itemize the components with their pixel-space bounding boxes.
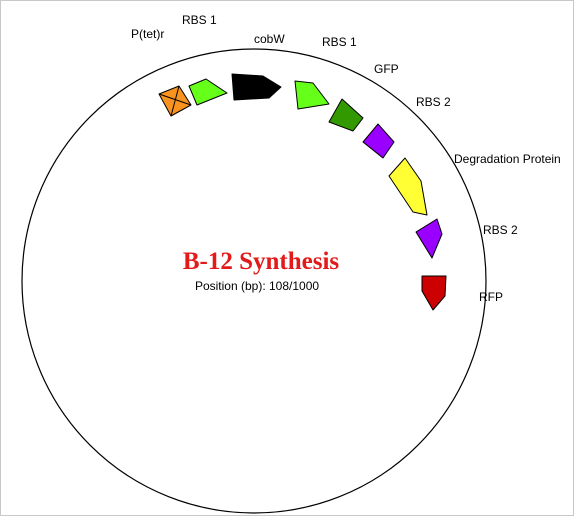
rbs-glyph	[294, 80, 330, 110]
rbs-glyph	[415, 218, 443, 259]
part-glyph-gfp[interactable]	[328, 98, 364, 132]
part-glyph-cobw[interactable]	[231, 73, 282, 101]
part-glyph-rfp[interactable]	[421, 275, 447, 311]
part-label-degradation-protein: Degradation Protein	[454, 152, 561, 166]
part-label-rfp: RFP	[479, 290, 503, 304]
part-glyph-rbs2-b[interactable]	[415, 218, 443, 259]
cds-glyph	[388, 157, 428, 216]
part-glyph-degradation-protein[interactable]	[388, 157, 428, 216]
plasmid-backbone	[21, 48, 487, 514]
part-label-gfp: GFP	[374, 62, 399, 76]
cds-glyph	[328, 98, 364, 132]
promoter-glyph-line	[170, 85, 180, 117]
rbs-glyph	[188, 78, 228, 106]
part-glyph-ptetr[interactable]	[158, 85, 192, 117]
terminator-glyph	[421, 275, 447, 311]
part-glyph-rbs2-a[interactable]	[362, 123, 395, 159]
part-label-ptetr: P(tet)r	[131, 27, 164, 41]
position-readout: Position (bp): 108/1000	[195, 279, 319, 293]
rbs-glyph	[362, 123, 395, 159]
part-glyph-rbs1-b[interactable]	[294, 80, 330, 110]
part-glyph-rbs1-a[interactable]	[188, 78, 228, 106]
part-label-cobw: cobW	[254, 32, 285, 46]
cds-glyph	[231, 73, 282, 101]
part-label-rbs2-a: RBS 2	[416, 95, 451, 109]
part-label-rbs2-b: RBS 2	[483, 223, 518, 237]
part-label-rbs1-b: RBS 1	[322, 35, 357, 49]
part-label-rbs1-a: RBS 1	[182, 13, 217, 27]
plasmid-title: B-12 Synthesis	[183, 248, 340, 275]
